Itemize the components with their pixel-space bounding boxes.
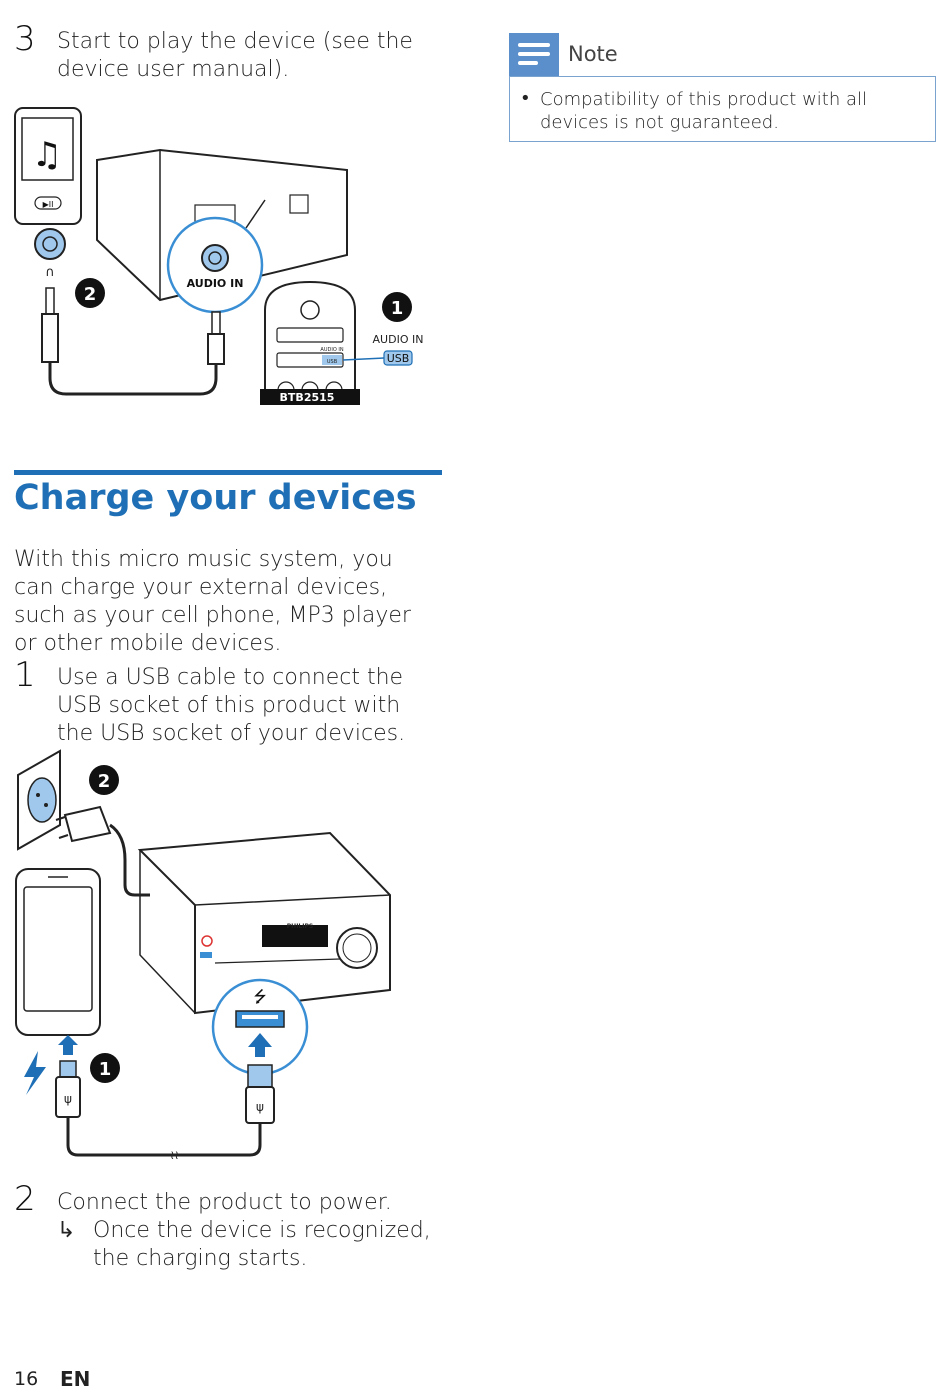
headphone-icon: ∩ [45, 265, 55, 280]
usb-side-label: USB [387, 352, 410, 365]
micro-system-unit: PHILIPS [137, 831, 391, 1015]
step-badge-1: 1 [391, 298, 404, 319]
audio-in-connection-figure: ♫ ▶II ∩ AUDIO IN 2 AUDIO IN USB BTB2 [14, 107, 424, 405]
audio-in-side-label: AUDIO IN [373, 333, 424, 346]
step-3-number: 3 [14, 19, 36, 59]
step-1-text: Use a USB cable to connect the USB socke… [57, 665, 406, 746]
step-badge-2: 2 [84, 284, 97, 305]
note-text: Compatibility of this product with all d… [540, 89, 868, 133]
step-badge-2: 2 [98, 771, 111, 792]
up-arrow-icon [248, 1033, 272, 1057]
step-2-result: Once the device is recognized, the charg… [93, 1218, 431, 1271]
intro-paragraph: With this micro music system, you can ch… [14, 547, 411, 656]
svg-text:AUDIO IN: AUDIO IN [320, 347, 343, 353]
result-arrow-icon: ↳ [57, 1218, 76, 1243]
step-2-number: 2 [14, 1179, 36, 1219]
note-icon [509, 33, 559, 77]
source-device: AUDIO IN USB BTB2515 [260, 280, 360, 405]
section-title: Charge your devices [14, 478, 417, 518]
svg-text:♫: ♫ [32, 135, 62, 175]
step-3-text: Start to play the device (see the device… [57, 29, 413, 82]
media-player-icon: ♫ ▶II [14, 107, 82, 225]
note-title: Note [568, 42, 618, 66]
svg-text:ψ: ψ [256, 1100, 264, 1114]
language-code: EN [60, 1367, 91, 1391]
up-arrow-icon [58, 1035, 78, 1055]
svg-text:≀≀: ≀≀ [170, 1148, 179, 1162]
note-bullet: • [520, 88, 531, 109]
note-box [509, 76, 936, 142]
audio-in-callout-label: AUDIO IN [187, 277, 244, 290]
svg-text:▶II: ▶II [43, 200, 54, 209]
usb-symbol-icon: ⭍ [253, 987, 266, 1006]
step-2-text: Connect the product to power. [57, 1190, 392, 1215]
page-number: 16 [14, 1368, 39, 1390]
wall-socket-icon [17, 749, 61, 851]
svg-text:ψ: ψ [64, 1092, 72, 1106]
model-label: BTB2515 [280, 391, 335, 404]
usb-charging-figure: 2 PHILIPS ⭍ ψ ψ 1 ≀≀ [15, 749, 391, 1162]
step-1-number: 1 [14, 655, 36, 695]
step-badge-1: 1 [99, 1059, 112, 1080]
phone-icon [15, 868, 101, 1036]
brand-label: PHILIPS [287, 923, 313, 930]
section-rule [14, 470, 442, 475]
lightning-icon [24, 1051, 46, 1095]
svg-text:USB: USB [327, 359, 338, 365]
